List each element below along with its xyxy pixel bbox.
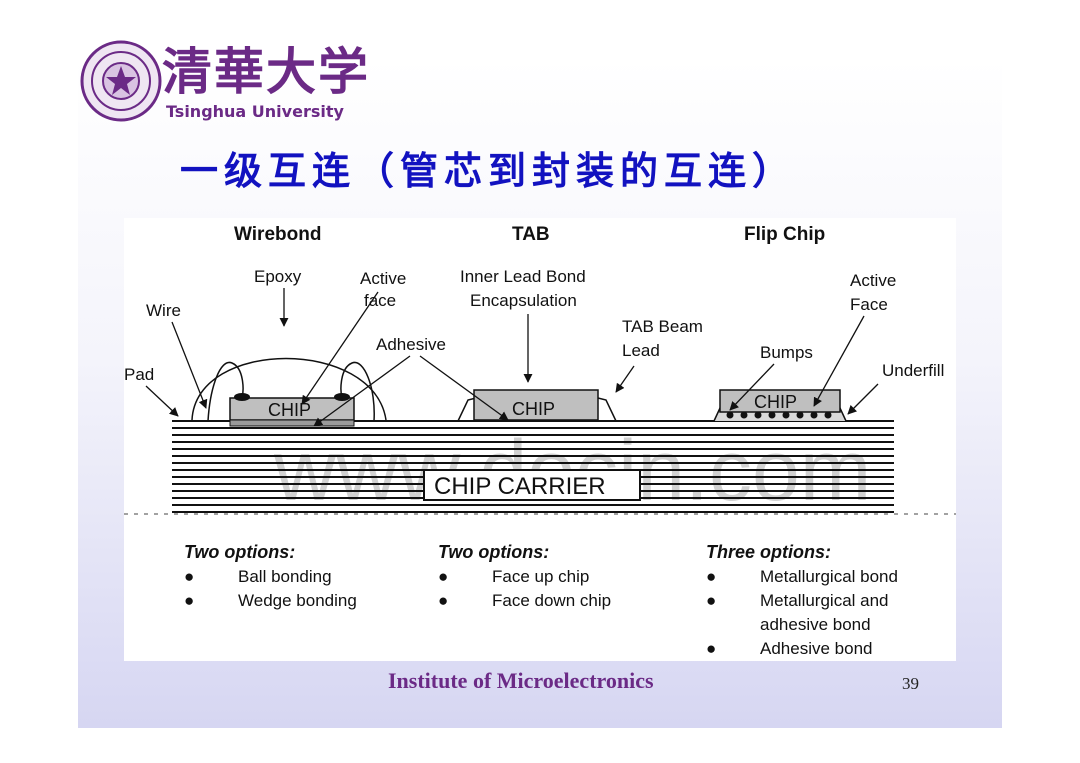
university-seal-icon: [80, 40, 162, 122]
logo-chinese-name: 清華大学: [162, 42, 370, 101]
options-heading: Three options:: [706, 542, 831, 562]
tab-chip: [473, 389, 599, 421]
chip-carrier-label: CHIP CARRIER: [434, 473, 606, 500]
university-logo: 清華大学 Tsinghua University: [80, 40, 370, 132]
option-item: ●Wedge bonding: [184, 591, 357, 610]
option-item: ●Metallurgical and adhesive bond: [706, 591, 889, 634]
tab-chip-label: CHIP: [512, 399, 555, 419]
label-pad: Pad: [124, 365, 154, 384]
label-bumps: Bumps: [760, 343, 813, 362]
label-face-1: face: [364, 291, 396, 310]
options-heading: Two options:: [438, 542, 550, 562]
label-active-2: Active: [850, 271, 896, 290]
heading-tab: TAB: [512, 224, 550, 245]
label-adhesive: Adhesive: [376, 335, 446, 354]
page-number: 39: [902, 674, 919, 693]
footer-institute: Institute of Microelectronics: [388, 668, 654, 693]
label-underfill: Underfill: [882, 361, 944, 380]
wirebond-options: Two options: ●Ball bonding ●Wedge bondin…: [184, 542, 357, 613]
flip-chip-options: Three options: ●Metallurgical bond ●Meta…: [706, 542, 946, 661]
option-item: ●Face down chip: [438, 591, 612, 610]
flip-chip: [719, 389, 841, 413]
slide-title: 一级互连（管芯到封装的互连）: [180, 148, 797, 193]
epoxy-dome: [191, 357, 387, 421]
label-encapsulation: Encapsulation: [470, 291, 577, 310]
option-item: ●Adhesive bond: [706, 639, 873, 658]
flip-chip-label: CHIP: [754, 392, 797, 412]
option-item: ●Face up chip: [438, 567, 590, 586]
label-lead: Lead: [622, 341, 660, 360]
tab-options: Two options: ●Face up chip ●Face down ch…: [438, 542, 611, 613]
interconnect-diagram: www.docin.com Wirebond TAB Flip Chip CHI…: [124, 224, 956, 519]
interconnect-figure: www.docin.com Wirebond TAB Flip Chip CHI…: [124, 218, 956, 661]
label-epoxy: Epoxy: [254, 267, 302, 286]
heading-flip-chip: Flip Chip: [744, 224, 825, 245]
label-active-1: Active: [360, 269, 406, 288]
option-item: ●Ball bonding: [184, 567, 332, 586]
options-heading: Two options:: [184, 542, 296, 562]
solder-bumps: [726, 411, 832, 419]
wirebond-chip-label: CHIP: [268, 400, 311, 420]
logo-english-name: Tsinghua University: [166, 102, 344, 121]
bond-wire-left: [207, 361, 244, 422]
bond-wire-right: [340, 361, 375, 422]
heading-wirebond: Wirebond: [234, 224, 321, 245]
option-item: ●Metallurgical bond: [706, 567, 898, 586]
label-wire: Wire: [146, 301, 181, 320]
label-face-2: Face: [850, 295, 888, 314]
label-inner-lead-bond: Inner Lead Bond: [460, 267, 586, 286]
label-tab-beam: TAB Beam: [622, 317, 703, 336]
